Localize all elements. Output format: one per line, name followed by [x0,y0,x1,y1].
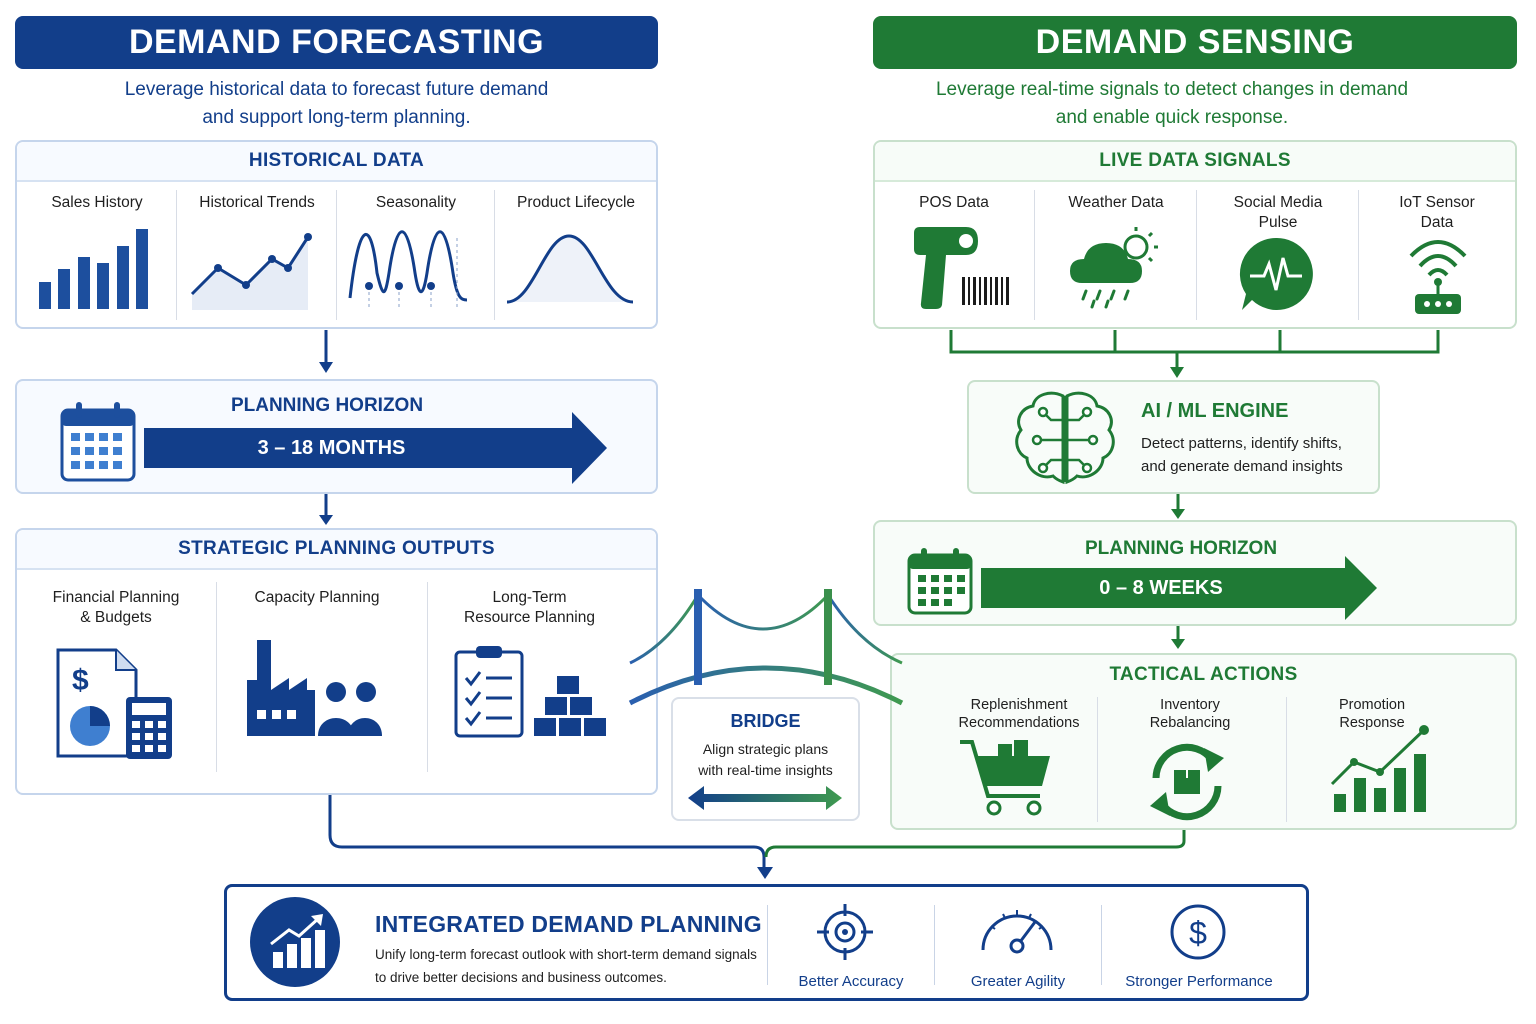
flow-arrow-down [319,494,333,525]
calendar-icon [60,402,136,482]
flow-arrow-down [1171,494,1185,519]
forecasting-subtitle: Leverage historical data to forecast fut… [124,79,549,128]
integrated-title: INTEGRATED DEMAND PLANNING [375,911,762,937]
weather-data-label: Weather Data [1068,194,1164,211]
calendar-icon [907,548,973,615]
capacity-planning-label: Capacity Planning [254,589,380,606]
benefit-greater-agility: Greater Agility [970,973,1066,990]
divider [427,582,428,772]
boxes-icon [534,676,606,736]
historical-data-header: HISTORICAL DATA [17,142,656,182]
inventory-rebalancing-label: Inventory Rebalancing [1149,697,1231,731]
divider [176,190,177,320]
growth-badge-icon [250,897,340,987]
social-media-label: Social Media Pulse [1233,194,1323,231]
benefit-stronger-performance: Stronger Performance [1125,973,1273,990]
calculator-icon [126,697,172,759]
growth-chart-icon [1330,725,1429,812]
line-chart-icon [190,233,312,310]
integrated-description: Unify long-term forecast outlook with sh… [375,947,757,985]
sensing-horizon-value: 0 – 8 WEEKS [1099,577,1223,599]
shopping-cart-icon [960,740,1050,816]
rebalance-cycle-icon [1150,743,1224,821]
signals-connector [949,330,1440,378]
forecasting-banner: DEMAND FORECASTING [15,16,658,69]
double-arrow-icon [688,786,842,810]
integrated-panel: INTEGRATED DEMAND PLANNING Unify long-te… [224,884,1309,1001]
forecasting-title: DEMAND FORECASTING [128,23,545,61]
divider [494,190,495,320]
product-lifecycle-label: Product Lifecycle [516,194,636,211]
flow-arrow-down [1171,626,1185,649]
resource-planning-label: Long-Term Resource Planning [464,589,595,626]
bridge-description: Align strategic plans with real-time ins… [698,741,833,778]
divider [1196,190,1197,320]
pos-data-label: POS Data [919,194,989,211]
pulse-chat-icon [1239,237,1313,310]
budget-document-icon: $ [56,648,138,758]
divider [1101,905,1102,985]
svg-text:$: $ [72,664,89,697]
sensing-title: DEMAND SENSING [1035,23,1355,61]
tactical-actions-header: TACTICAL ACTIONS [1109,664,1298,685]
bridge-icon [628,589,904,706]
weather-icon [1070,227,1158,309]
forecasting-horizon-arrow [144,412,607,484]
ai-engine-description: Detect patterns, identify shifts, and ge… [1141,435,1343,475]
divider [1358,190,1359,320]
benefit-better-accuracy: Better Accuracy [798,973,904,990]
forecasting-horizon-label: PLANNING HORIZON [230,395,424,416]
people-icon [318,682,382,736]
target-icon [817,904,873,960]
ai-engine-title: AI / ML ENGINE [1141,400,1289,422]
strategic-outputs-header: STRATEGIC PLANNING OUTPUTS [17,530,656,570]
sensing-horizon-arrow [981,556,1377,620]
sales-history-label: Sales History [51,194,143,211]
forecasting-horizon-value: 3 – 18 MONTHS [257,437,406,459]
divider [336,190,337,320]
bell-curve-icon [506,234,634,304]
promotion-response-label: Promotion Response [1338,697,1406,731]
iot-sensor-icon [1409,240,1467,314]
iot-sensor-label: IoT Sensor Data [1399,194,1475,231]
sensing-subtitle: Leverage real-time signals to detect cha… [935,79,1409,128]
svg-text:$: $ [1189,915,1207,951]
divider [216,582,217,772]
seasonality-label: Seasonality [375,194,457,211]
dollar-icon: $ [1170,904,1226,960]
live-data-header: LIVE DATA SIGNALS [875,142,1515,182]
merge-connector [328,795,1186,879]
flow-arrow-down [319,330,333,373]
financial-planning-label: Financial Planning & Budgets [52,589,180,626]
historical-trends-label: Historical Trends [199,194,315,211]
gauge-icon [981,910,1053,954]
sensing-horizon-label: PLANNING HORIZON [1084,538,1278,559]
checklist-icon [454,646,524,738]
replenishment-label: Replenishment Recommendations [958,697,1080,731]
barcode-scanner-icon [914,227,1009,309]
divider [1097,697,1098,822]
bridge-title: BRIDGE [730,711,801,731]
seasonality-wave-icon [348,230,468,310]
bar-chart-icon [39,229,148,309]
divider [1286,697,1287,822]
brain-circuit-icon [1015,391,1115,485]
divider [934,905,935,985]
sensing-banner: DEMAND SENSING [873,16,1517,69]
divider [767,905,768,985]
divider [1034,190,1035,320]
factory-icon [247,640,315,736]
